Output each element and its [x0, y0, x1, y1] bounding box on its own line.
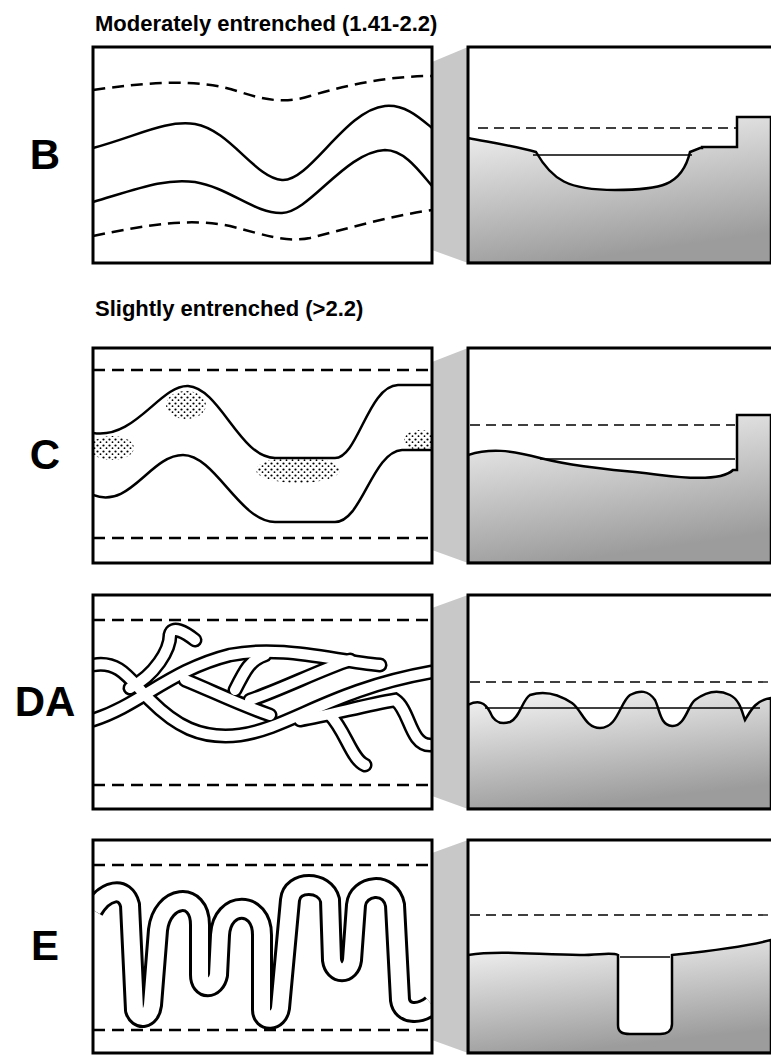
section-heading: Slightly entrenched (>2.2) [95, 298, 363, 320]
section-heading: Moderately entrenched (1.41-2.2) [95, 13, 437, 35]
zoom-wedge [432, 47, 468, 1053]
cross-section-e [468, 915, 771, 1053]
plan-view-e [93, 865, 432, 1030]
cross-section-c [468, 415, 771, 563]
stream-type-letter: DA [15, 681, 76, 723]
panel-frame [93, 47, 771, 1053]
stream-type-letter: C [30, 434, 60, 476]
plan-view-c [93, 370, 432, 538]
cross-section-b [468, 117, 771, 263]
stream-type-letter: E [31, 925, 59, 967]
plan-view-b [93, 76, 432, 239]
cross-section-da [468, 682, 771, 809]
plan-view-da [93, 620, 432, 785]
stream-type-letter: B [30, 134, 60, 176]
